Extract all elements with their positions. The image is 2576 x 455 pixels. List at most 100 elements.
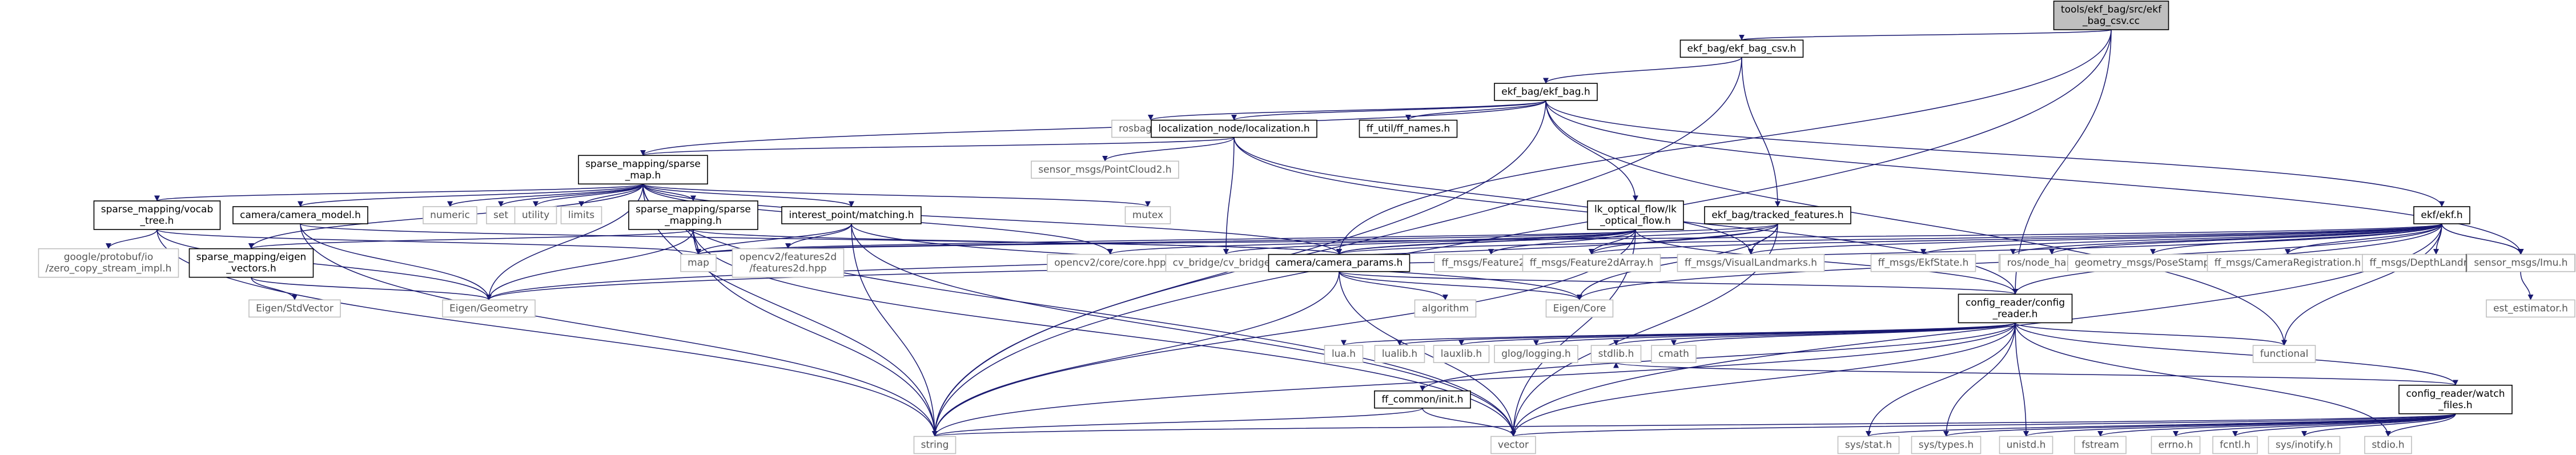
node-fstream: fstream: [2074, 436, 2127, 454]
node-label: lauxlib.h: [1441, 348, 1482, 360]
node-camera-model[interactable]: camera/camera_model.h: [232, 206, 368, 224]
node-stdlib: stdlib.h: [1590, 345, 1642, 363]
node-label: algorithm: [1422, 303, 1469, 314]
node-box: [1124, 206, 1171, 224]
node-label: sensor_msgs/PointCloud2.h: [1038, 164, 1171, 175]
node-box: [1268, 253, 1410, 272]
node-eigen-geometry: Eigen/Geometry: [442, 299, 536, 318]
node-ff-names[interactable]: ff_util/ff_names.h: [1359, 119, 1458, 138]
node-box: [1433, 345, 1490, 363]
node-vector: vector: [1490, 436, 1536, 454]
node-ekf-h[interactable]: ekf/ekf.h: [2413, 206, 2470, 224]
edge-sparse-mapping-h-to-camera-params: [693, 229, 1342, 255]
node-label: interest_point/matching.h: [789, 210, 914, 221]
node-box: [680, 253, 717, 272]
node-label: _reader.h: [1992, 308, 2038, 320]
node-fcntl: fcntl.h: [2212, 436, 2258, 454]
node-lua: lua.h: [1324, 345, 1364, 363]
node-opencv-core: opencv2/core/core.hpp: [1047, 253, 1174, 272]
node-label: est_estimator.h: [2493, 303, 2568, 314]
node-label: Eigen/Geometry: [449, 303, 528, 314]
node-box: [1490, 436, 1536, 454]
node-lk-optical-flow[interactable]: lk_optical_flow/lk_optical_flow.h: [1587, 200, 1684, 230]
edge-sparse-map-to-set: [498, 183, 644, 207]
node-label: tools/ekf_bag/src/ekf: [2061, 4, 2162, 15]
node-unistd: unistd.h: [1999, 436, 2053, 454]
node-box: [1374, 345, 1425, 363]
node-stdio: stdio.h: [2364, 436, 2412, 454]
node-box: [1047, 253, 1174, 272]
node-camera-registration: ff_msgs/CameraRegistration.h: [2207, 253, 2369, 272]
node-label: Eigen/Core: [1553, 303, 1606, 314]
node-ekf-bag-csv-h[interactable]: ekf_bag/ekf_bag_csv.h: [1679, 39, 1804, 58]
node-eigen-core: Eigen/Core: [1545, 299, 1614, 318]
node-label: ff_common/init.h: [1381, 394, 1463, 405]
node-box: [2364, 436, 2412, 454]
node-tracked-features[interactable]: ekf_bag/tracked_features.h: [1704, 206, 1851, 224]
node-box: [2466, 253, 2575, 272]
node-label: sensor_msgs/Imu.h: [2474, 257, 2567, 269]
edge-camera-params-to-algorithm: [1339, 271, 1448, 300]
node-vocab-tree[interactable]: sparse_mapping/vocab_tree.h: [93, 200, 221, 230]
node-box: [578, 155, 708, 185]
node-label: sparse_mapping/vocab: [101, 204, 213, 215]
node-camera-params[interactable]: camera/camera_params.h: [1268, 253, 1410, 272]
node-box: [1494, 345, 1578, 363]
edge-config-reader-to-ff-init: [1420, 323, 2016, 392]
edge-ekf-h-to-camera-registration: [2285, 223, 2442, 255]
node-sparse-mapping-h[interactable]: sparse_mapping/sparse_mapping.h: [628, 200, 758, 230]
edge-config-reader-to-lua: [1341, 322, 2016, 346]
node-box: [1651, 345, 1697, 363]
node-label: sparse_mapping/sparse: [636, 204, 751, 215]
node-ff-init[interactable]: ff_common/init.h: [1374, 390, 1471, 409]
node-eigen-vectors[interactable]: sparse_mapping/eigen_vectors.h: [188, 248, 314, 278]
node-label: config_reader/watch: [2406, 388, 2505, 400]
edge-watch-files-to-string: [933, 413, 2456, 437]
edge-camera-params-to-vector: [1339, 271, 1516, 437]
edge-ekf-bag-csv-h-to-ekf-bag-h: [1543, 57, 1742, 84]
node-box: [188, 248, 314, 278]
node-sys-types: sys/types.h: [1911, 436, 1982, 454]
edge-config-reader-to-watch-files: [2015, 323, 2458, 386]
node-config-reader[interactable]: config_reader/config_reader.h: [1958, 293, 2073, 324]
node-box: [2212, 436, 2258, 454]
node-localization[interactable]: localization_node/localization.h: [1151, 119, 1317, 138]
node-box: [423, 206, 477, 224]
node-label: ff_msgs/VisualLandmarks.h: [1685, 257, 1817, 269]
edge-watch-files-to-stdlib: [1613, 362, 2456, 386]
edge-matching-to-vector: [851, 223, 1516, 437]
node-label: opencv2/core/core.hpp: [1054, 257, 1166, 269]
node-root[interactable]: tools/ekf_bag/src/ekf_bag_csv.cc: [2053, 1, 2169, 30]
edge-sparse-mapping-h-to-eigen-vectors: [248, 229, 694, 249]
edge-camera-params-to-config-reader: [1339, 271, 2018, 295]
edge-config-reader-to-unistd: [2015, 323, 2029, 437]
node-ekf-bag-h[interactable]: ekf_bag/ekf_bag.h: [1494, 83, 1598, 101]
node-box: [1587, 200, 1684, 230]
node-sparse-map[interactable]: sparse_mapping/sparse_map.h: [578, 155, 708, 185]
node-label: set: [493, 210, 508, 221]
edge-localization-to-cv-bridge: [1223, 137, 1235, 255]
edge-matching-to-features2d: [785, 223, 852, 249]
edge-matching-to-map: [696, 223, 852, 255]
node-box: [913, 436, 957, 454]
node-matching[interactable]: interest_point/matching.h: [781, 206, 922, 224]
edge-ekf-h-to-visual-landmarks: [1748, 223, 2442, 255]
node-zero-copy: google/protobuf/io/zero_copy_stream_impl…: [38, 248, 179, 278]
node-label: _mapping.h: [664, 215, 722, 227]
node-box: [1870, 253, 1976, 272]
node-box: [442, 299, 536, 318]
node-label: google/protobuf/io: [64, 252, 154, 263]
node-label: sparse_mapping/eigen: [196, 252, 307, 263]
edge-ekf-h-to-ekf-state: [1920, 223, 2442, 255]
node-label: _vectors.h: [226, 263, 276, 275]
edge-config-reader-to-lualib: [1397, 322, 2016, 346]
node-label: ff_msgs/EkfState.h: [1878, 257, 1969, 269]
node-label: unistd.h: [2007, 439, 2046, 450]
node-box: [1522, 253, 1661, 272]
node-box: [93, 200, 221, 230]
node-box: [1958, 293, 2073, 324]
node-watch-files[interactable]: config_reader/watch_files.h: [2398, 384, 2513, 414]
node-label: cv_bridge/cv_bridge.h: [1173, 257, 1280, 269]
edge-ekf-bag-h-to-localization: [1231, 100, 1546, 121]
